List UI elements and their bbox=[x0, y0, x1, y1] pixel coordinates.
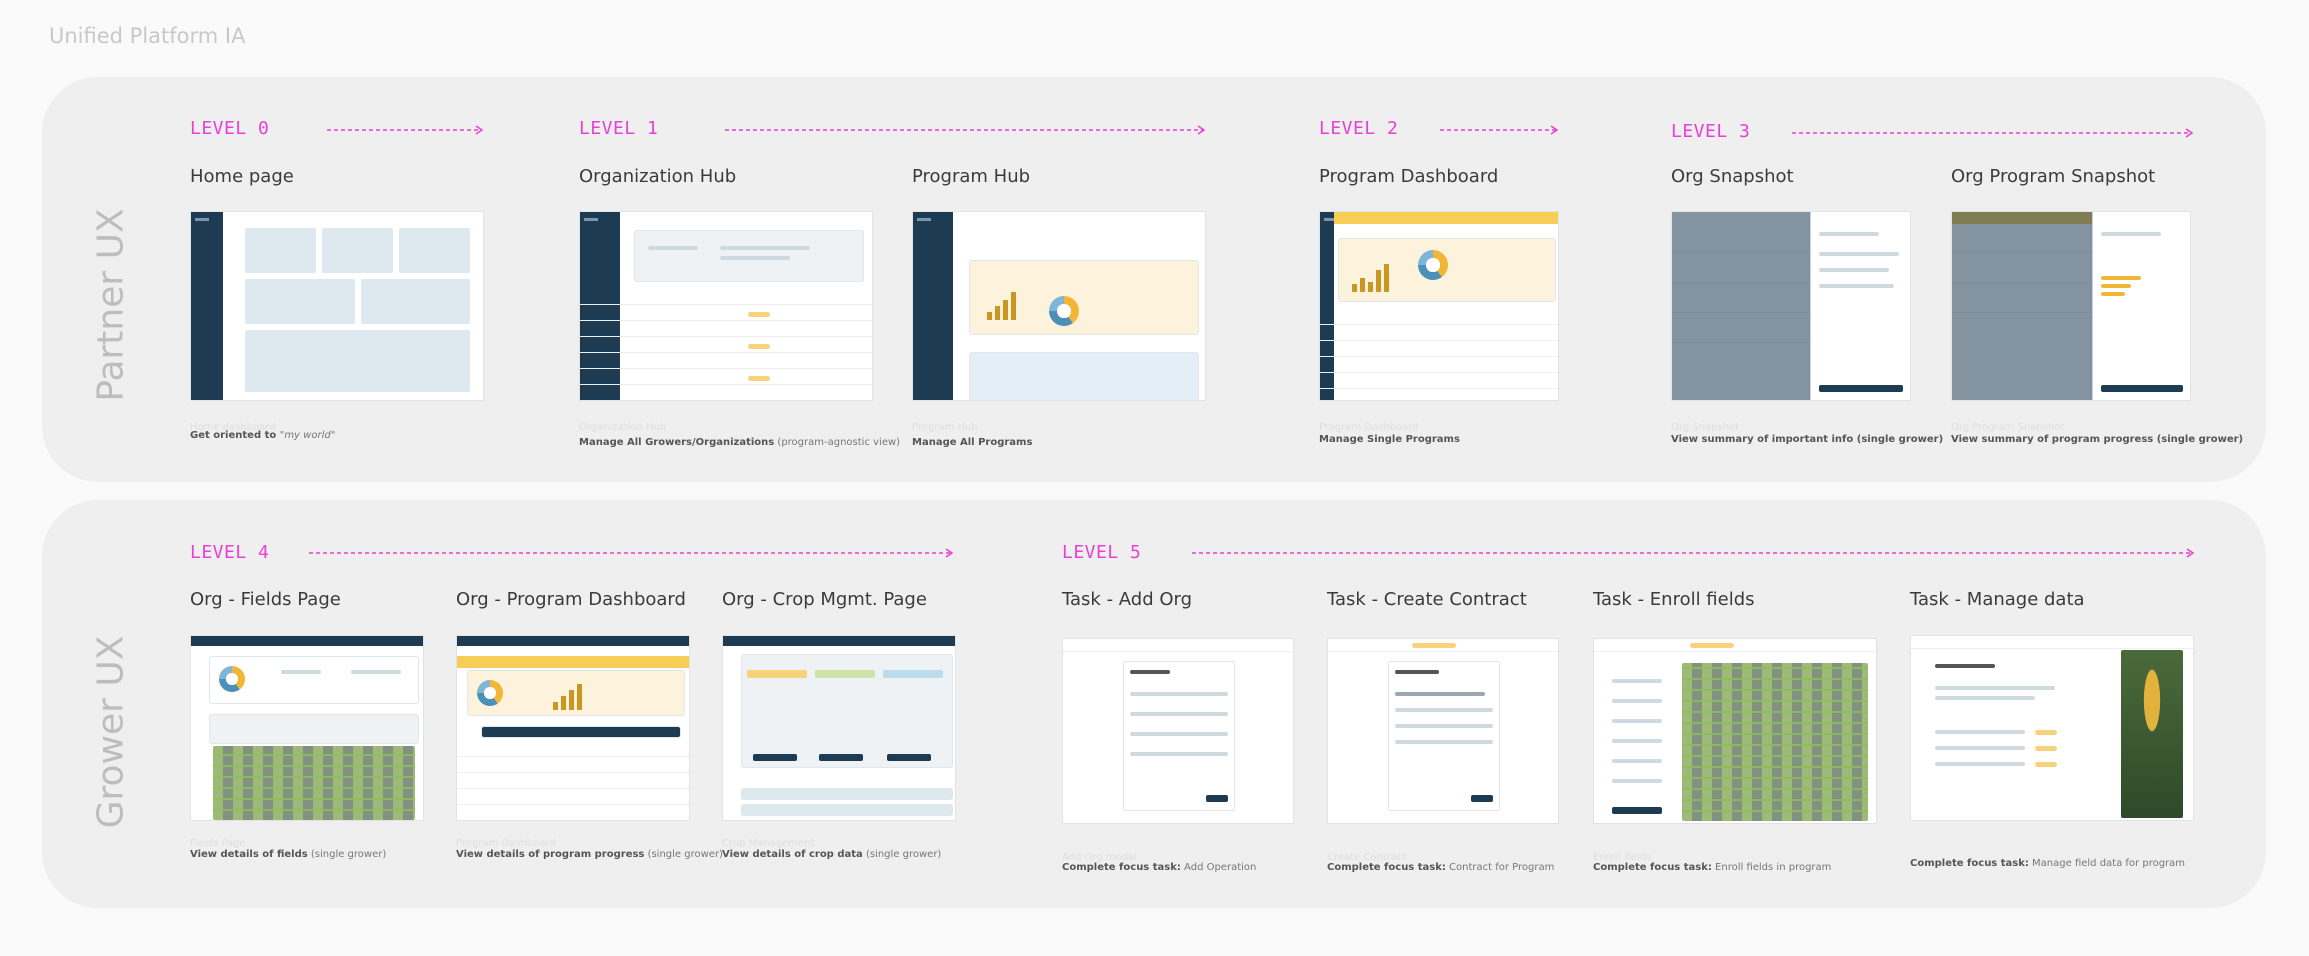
task-enroll-fields-caption: Complete focus task: Enroll fields in pr… bbox=[1593, 862, 1832, 873]
program-dashboard-caption: Manage Single Programs bbox=[1319, 434, 1460, 445]
program-hub-thumbnail[interactable] bbox=[912, 211, 1206, 401]
organization-hub-title: Organization Hub bbox=[579, 166, 737, 187]
task-create-contract-title: Task - Create Contract bbox=[1327, 589, 1527, 610]
level-1-label: LEVEL 1 bbox=[579, 118, 659, 139]
org-crop-mgmt-page-title: Org - Crop Mgmt. Page bbox=[722, 589, 927, 610]
level-1-arrow bbox=[725, 125, 1209, 135]
org-snapshot-thumbnail[interactable] bbox=[1671, 211, 1911, 401]
task-enroll-fields-title: Task - Enroll fields bbox=[1593, 589, 1755, 610]
level-2-label: LEVEL 2 bbox=[1319, 118, 1399, 139]
org-program-dashboard-ghost-caption: Program Dashboard bbox=[456, 838, 556, 849]
program-dashboard-ghost-caption: Program Dashboard bbox=[1319, 422, 1419, 433]
level-5-arrow bbox=[1192, 548, 2198, 558]
program-dashboard-thumbnail[interactable] bbox=[1319, 211, 1559, 401]
org-program-snapshot-thumbnail[interactable] bbox=[1951, 211, 2191, 401]
level-4-label: LEVEL 4 bbox=[190, 542, 270, 563]
program-hub-ghost-caption: Program Hub bbox=[912, 422, 978, 433]
task-create-contract-ghost-caption: Create Contract bbox=[1327, 852, 1407, 863]
task-create-contract-thumbnail[interactable] bbox=[1327, 638, 1559, 824]
org-snapshot-ghost-caption: Org Snapshot bbox=[1671, 422, 1740, 433]
org-crop-mgmt-page-thumbnail[interactable] bbox=[722, 635, 956, 821]
org-snapshot-title: Org Snapshot bbox=[1671, 166, 1794, 187]
task-manage-data-title: Task - Manage data bbox=[1910, 589, 2085, 610]
task-manage-data-caption: Complete focus task: Manage field data f… bbox=[1910, 858, 2186, 869]
task-add-org-caption: Complete focus task: Add Operation bbox=[1062, 862, 1257, 873]
org-fields-page-thumbnail[interactable] bbox=[190, 635, 424, 821]
program-hub-title: Program Hub bbox=[912, 166, 1031, 187]
home-page-title: Home page bbox=[190, 166, 294, 187]
task-add-org-ghost-caption: Add Org modal bbox=[1062, 852, 1137, 863]
org-fields-page-ghost-caption: Fields Page bbox=[190, 838, 246, 849]
org-crop-mgmt-page-caption: View details of crop data (single grower… bbox=[722, 849, 942, 860]
task-add-org-thumbnail[interactable] bbox=[1062, 638, 1294, 824]
organization-hub-ghost-caption: Organization Hub bbox=[579, 422, 667, 433]
task-enroll-fields-thumbnail[interactable] bbox=[1593, 638, 1877, 824]
org-crop-mgmt-page-ghost-caption: Crop Management bbox=[722, 838, 815, 849]
org-program-dashboard-caption: View details of program progress (single… bbox=[456, 849, 723, 860]
level-0-arrow bbox=[327, 125, 487, 135]
level-3-label: LEVEL 3 bbox=[1671, 121, 1751, 142]
task-create-contract-caption: Complete focus task: Contract for Progra… bbox=[1327, 862, 1555, 873]
task-add-org-title: Task - Add Org bbox=[1062, 589, 1193, 610]
level-0-label: LEVEL 0 bbox=[190, 118, 270, 139]
task-enroll-fields-ghost-caption: Enroll fields bbox=[1593, 852, 1652, 863]
page-title: Unified Platform IA bbox=[49, 24, 246, 48]
home-page-thumbnail[interactable] bbox=[190, 211, 484, 401]
level-4-arrow bbox=[309, 548, 957, 558]
organization-hub-thumbnail[interactable] bbox=[579, 211, 873, 401]
program-dashboard-title: Program Dashboard bbox=[1319, 166, 1499, 187]
org-fields-page-caption: View details of fields (single grower) bbox=[190, 849, 387, 860]
org-program-snapshot-caption: View summary of program progress (single… bbox=[1951, 434, 2244, 445]
level-5-label: LEVEL 5 bbox=[1062, 542, 1142, 563]
org-fields-page-title: Org - Fields Page bbox=[190, 589, 341, 610]
grower-ux-label: Grower UX bbox=[90, 635, 132, 829]
org-program-snapshot-ghost-caption: Org Program Snapshot bbox=[1951, 422, 2065, 433]
home-page-caption: Get oriented to "my world" bbox=[190, 430, 336, 441]
level-2-arrow bbox=[1440, 125, 1562, 135]
level-3-arrow bbox=[1792, 128, 2197, 138]
home-page-ghost-caption: Home dashboard bbox=[190, 422, 276, 433]
org-program-dashboard-title: Org - Program Dashboard bbox=[456, 589, 686, 610]
task-manage-data-thumbnail[interactable] bbox=[1910, 635, 2194, 821]
org-snapshot-caption: View summary of important info (single g… bbox=[1671, 434, 1944, 445]
program-hub-caption: Manage All Programs bbox=[912, 437, 1033, 448]
organization-hub-caption: Manage All Growers/Organizations (progra… bbox=[579, 437, 901, 448]
org-program-snapshot-title: Org Program Snapshot bbox=[1951, 166, 2156, 187]
partner-ux-label: Partner UX bbox=[90, 208, 132, 402]
org-program-dashboard-thumbnail[interactable] bbox=[456, 635, 690, 821]
